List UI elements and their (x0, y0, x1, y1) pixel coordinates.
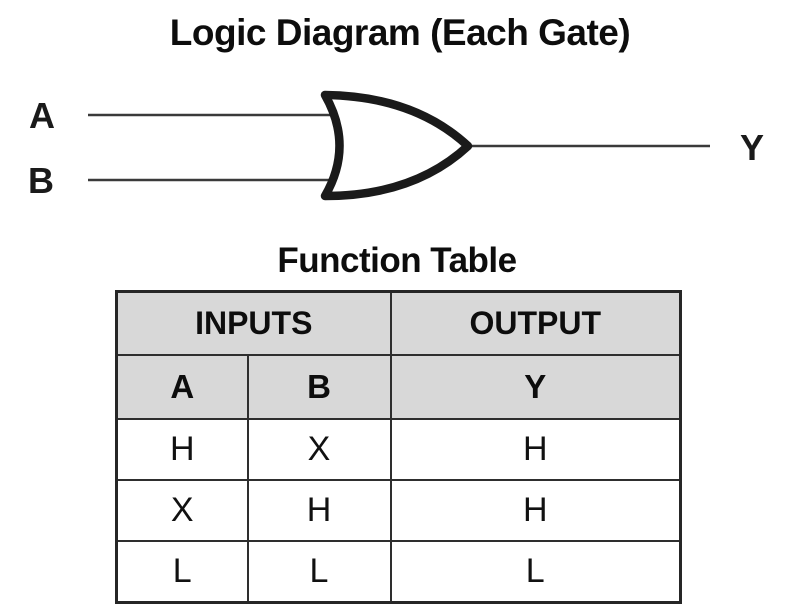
cell-row1-a: H (115, 418, 249, 481)
output-group-header: OUTPUT (389, 290, 682, 356)
cell-row1-y: H (389, 418, 682, 481)
table-header-group-row: INPUTS OUTPUT (115, 290, 682, 356)
input-b-label: B (28, 160, 54, 201)
table-row: X H H (115, 479, 682, 542)
input-a-label: A (29, 95, 55, 136)
cell-row1-b: X (246, 418, 392, 481)
cell-row2-a: X (115, 479, 249, 542)
output-y-label: Y (740, 127, 765, 168)
or-gate-body (320, 90, 473, 201)
column-header-b: B (246, 354, 392, 420)
cell-row2-b: H (246, 479, 392, 542)
cell-row3-b: L (246, 540, 392, 604)
table-row: L L L (115, 540, 682, 604)
cell-row3-a: L (115, 540, 249, 604)
function-table: INPUTS OUTPUT A B Y H X H X H H L L (115, 290, 682, 604)
cell-row2-y: H (389, 479, 682, 542)
table-row: H X H (115, 418, 682, 481)
inputs-group-header: INPUTS (115, 290, 392, 356)
table-column-header-row: A B Y (115, 354, 682, 420)
function-table-title: Function Table (277, 241, 517, 280)
column-header-y: Y (389, 354, 682, 420)
page-title: Logic Diagram (Each Gate) (169, 12, 631, 53)
or-gate-diagram (88, 90, 710, 201)
cell-row3-y: L (389, 540, 682, 604)
column-header-a: A (115, 354, 249, 420)
